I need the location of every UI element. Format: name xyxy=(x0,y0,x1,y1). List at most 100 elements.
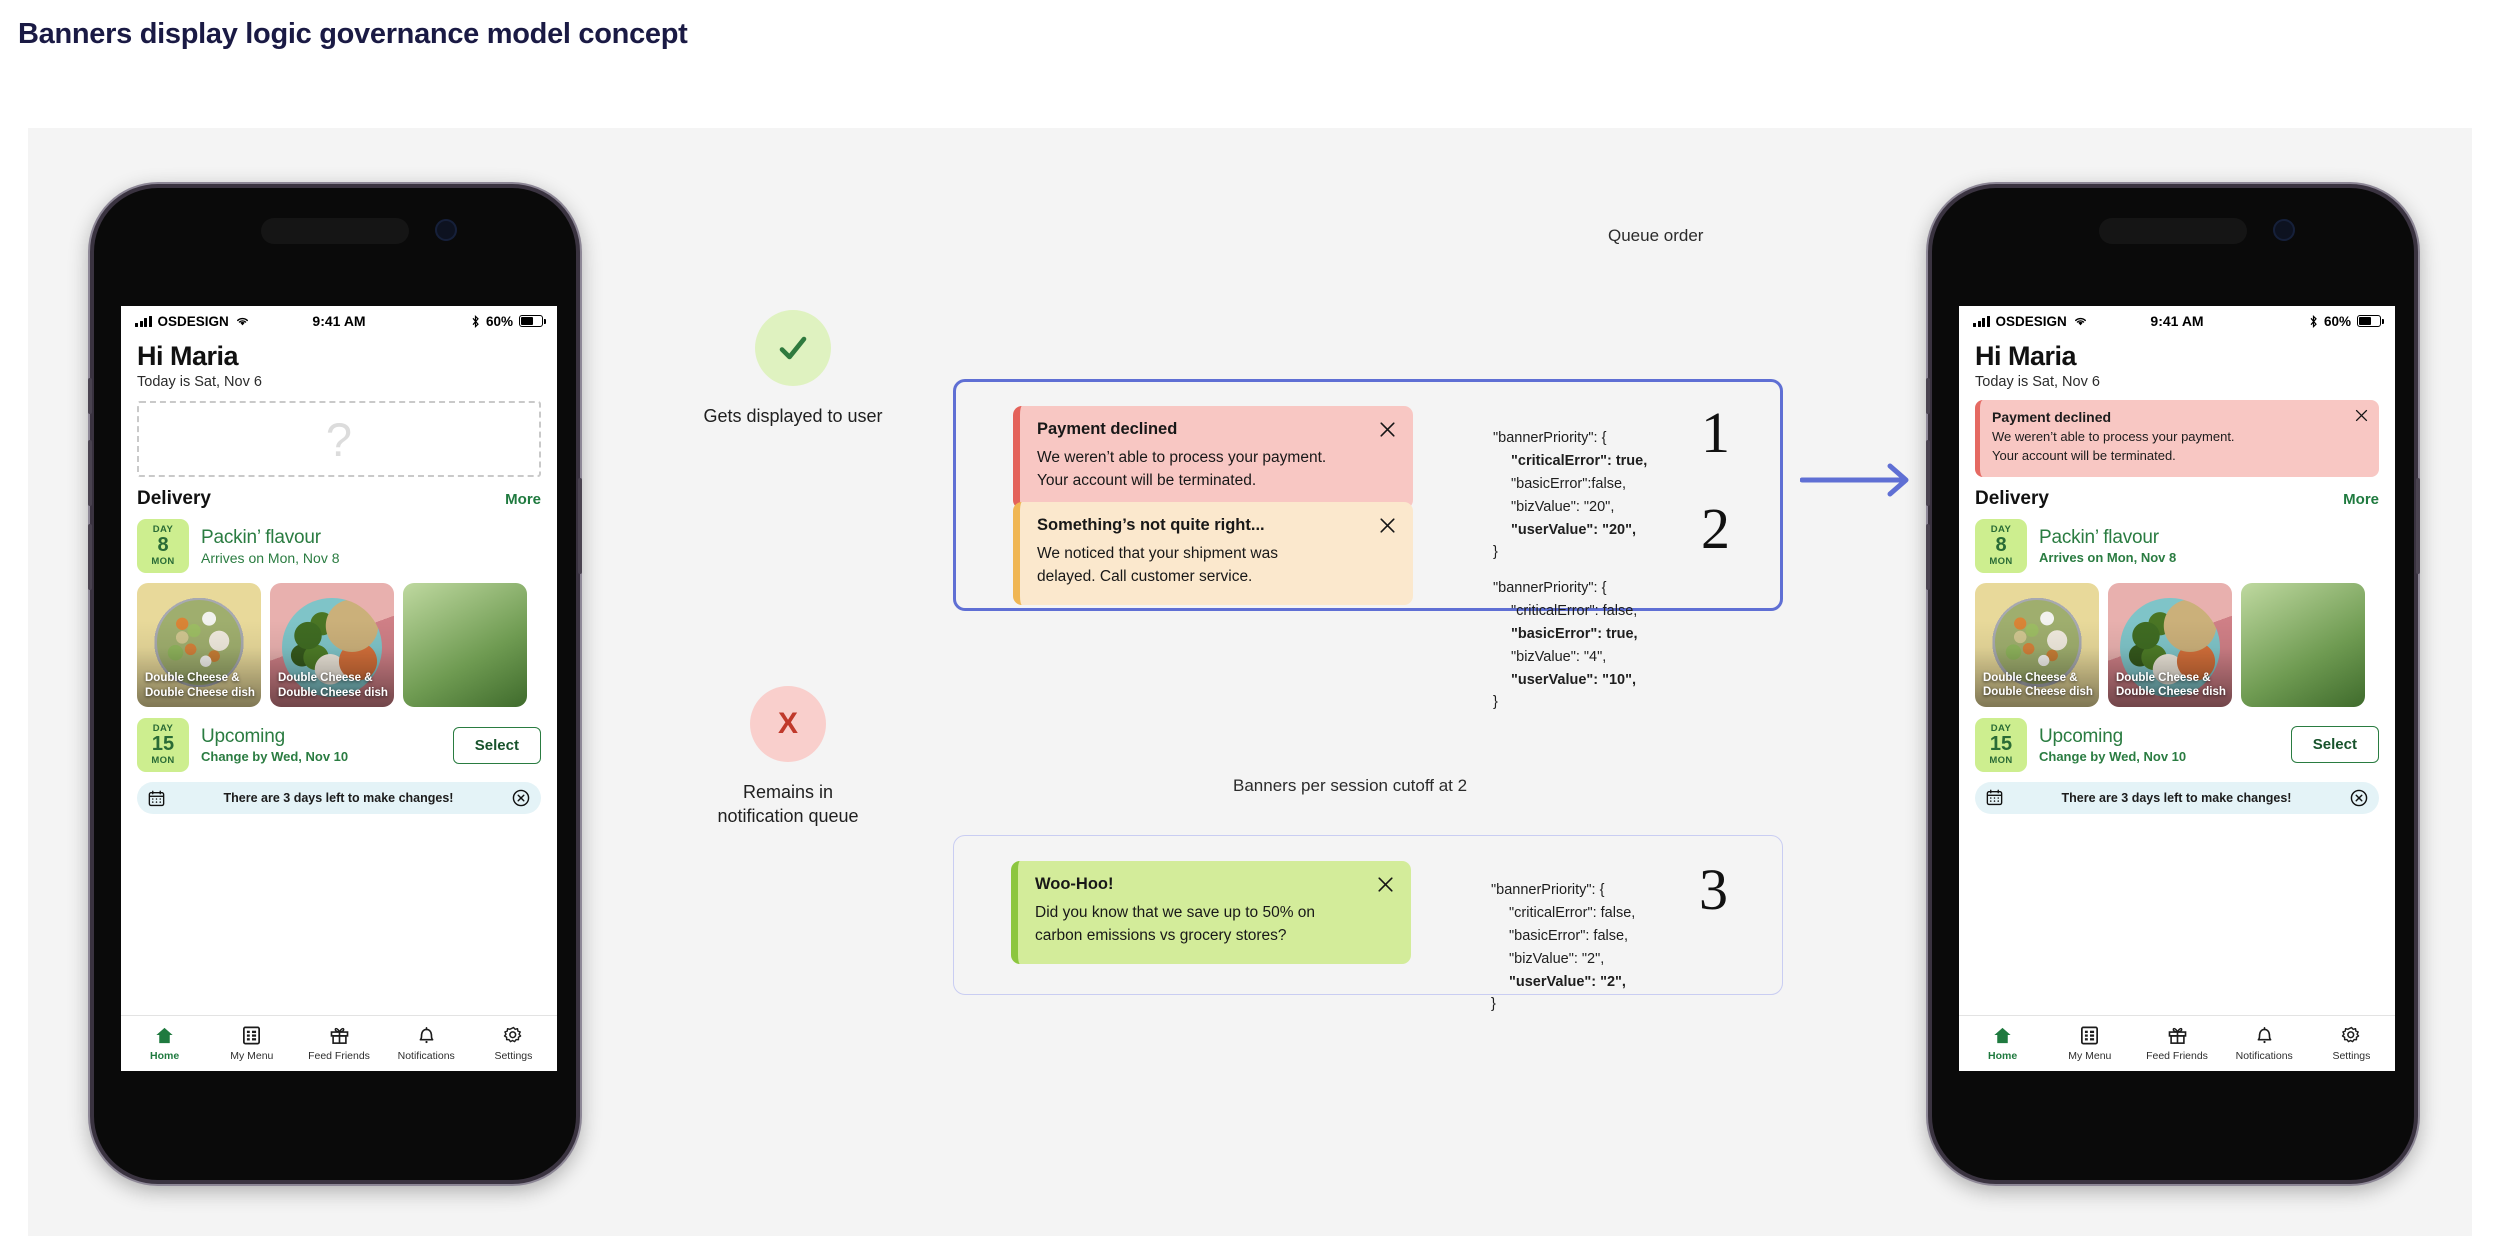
tab-notifications[interactable]: Notifications xyxy=(383,1025,470,1062)
tab-settings[interactable]: Settings xyxy=(470,1025,557,1062)
gear-icon xyxy=(503,1026,522,1043)
dynamic-island xyxy=(2099,218,2247,244)
close-icon[interactable] xyxy=(1378,420,1397,439)
menu-grid-icon xyxy=(2081,1026,2099,1045)
meal-caption-line2: Double Cheese dish xyxy=(1983,686,2093,699)
day-label: DAY xyxy=(1990,523,2012,535)
tab-my-menu[interactable]: My Menu xyxy=(208,1025,295,1062)
status-bar: OSDESIGN 9:41 AM 60% xyxy=(1959,306,2395,336)
queue-order-label: Queue order xyxy=(1608,226,1704,245)
mute-switch[interactable] xyxy=(1926,378,1930,414)
wifi-icon xyxy=(2074,317,2086,326)
tab-home[interactable]: Home xyxy=(121,1025,208,1062)
close-circle-icon[interactable] xyxy=(512,789,530,807)
delivery-row[interactable]: DAY 8 MON Packin’ flavour Arrives on Mon… xyxy=(1959,510,2395,573)
meal-photo xyxy=(156,600,242,685)
json-line-user-value: "userValue": "2", xyxy=(1509,973,1626,990)
meal-card[interactable]: Double Cheese & Double Cheese dish xyxy=(137,583,261,707)
volume-down-button[interactable] xyxy=(1926,524,1930,590)
queue-rank-number: 2 xyxy=(1701,496,1730,561)
tab-my-menu[interactable]: My Menu xyxy=(2046,1025,2133,1062)
meal-card[interactable]: Double Cheese & Double Cheese dish xyxy=(2108,582,2232,707)
power-button[interactable] xyxy=(2416,478,2420,574)
tab-feed-friends[interactable]: Feed Friends xyxy=(2133,1025,2220,1062)
calendar-icon xyxy=(1986,789,2003,806)
in-app-banner-payment-declined[interactable]: Payment declined We weren’t able to proc… xyxy=(1975,400,2379,477)
delivery-day-chip: DAY 8 MON xyxy=(137,519,189,573)
day-label: DAY xyxy=(152,723,174,734)
meal-caption: Double Cheese & Double Cheese dish xyxy=(278,671,388,700)
banner-body: We weren’t able to process your payment.… xyxy=(1992,428,2367,466)
json-line-basic-error: "basicError": false, xyxy=(1509,927,1629,944)
meal-card[interactable]: Double Cheese & Double Cheese dish xyxy=(1975,582,2099,707)
photo-overlay xyxy=(2108,582,2232,707)
banner-body-line2: carbon emissions vs grocery stores? xyxy=(1035,927,1287,945)
battery-icon xyxy=(519,315,547,327)
meal-carousel[interactable]: Double Cheese & Double Cheese dish Doubl… xyxy=(121,573,557,707)
banner-body-line2: Your account will be terminated. xyxy=(1037,472,1257,490)
json-line-critical-error: "criticalError": true, xyxy=(1511,452,1648,469)
section-title-delivery: Delivery xyxy=(1975,487,2049,509)
x-icon: X xyxy=(777,707,798,740)
mute-switch[interactable] xyxy=(88,378,92,414)
meal-card-partial[interactable] xyxy=(2241,582,2365,707)
close-circle-icon[interactable] xyxy=(2350,789,2368,807)
meal-carousel[interactable]: Double Cheese & Double Cheese dish Doubl… xyxy=(1959,573,2395,707)
status-queued-node: X Remains in notification queue xyxy=(683,686,893,829)
flow-arrow xyxy=(1799,460,1920,505)
delivery-more-link[interactable]: More xyxy=(505,491,541,508)
banner-shipment-delayed[interactable]: Something’s not quite right... We notice… xyxy=(1013,502,1413,605)
tab-settings[interactable]: Settings xyxy=(2308,1025,2395,1062)
banner-body-line2: delayed. Call customer service. xyxy=(1037,568,1253,586)
volume-up-button[interactable] xyxy=(1926,440,1930,506)
select-button[interactable]: Select xyxy=(452,726,541,764)
tab-notifications[interactable]: Notifications xyxy=(2221,1025,2308,1062)
delivery-title: Packin’ flavour xyxy=(2039,526,2159,548)
dynamic-island xyxy=(261,218,409,244)
section-title-delivery: Delivery xyxy=(137,488,211,509)
select-button[interactable]: Select xyxy=(2290,726,2379,764)
delivery-row[interactable]: DAY 8 MON Packin’ flavour Arrives on Mon… xyxy=(121,510,557,573)
delivery-subtitle: Arrives on Mon, Nov 8 xyxy=(201,549,340,566)
tab-label: My Menu xyxy=(2068,1050,2112,1062)
json-line: "bannerPriority": { xyxy=(1493,579,1607,596)
close-icon[interactable] xyxy=(1378,516,1397,535)
meal-card[interactable]: Double Cheese & Double Cheese dish xyxy=(270,583,394,707)
json-line: "bannerPriority": { xyxy=(1493,429,1607,446)
phone-mockup-before: OSDESIGN 9:41 AM 60% Hi M xyxy=(88,184,582,1184)
front-camera-icon xyxy=(435,219,457,241)
arrow-right-icon xyxy=(1799,463,1909,497)
banner-priority-json-2: "bannerPriority": { "criticalError": fal… xyxy=(1493,554,1638,714)
bell-icon xyxy=(2257,1027,2272,1044)
close-icon[interactable] xyxy=(2354,408,2369,423)
tab-home[interactable]: Home xyxy=(1959,1025,2046,1062)
close-icon[interactable] xyxy=(1376,875,1395,894)
tab-label: Home xyxy=(150,1050,180,1062)
photo-overlay xyxy=(137,583,261,707)
meal-card-partial[interactable] xyxy=(403,583,527,707)
power-button[interactable] xyxy=(578,478,582,574)
banner-body-line1: We weren’t able to process your payment. xyxy=(1992,429,2235,444)
meal-photo xyxy=(1994,600,2080,685)
clock-label: 9:41 AM xyxy=(2150,313,2204,329)
volume-up-button[interactable] xyxy=(88,440,92,506)
json-line-basic-error: "basicError": true, xyxy=(1511,625,1638,642)
json-line-user-value: "userValue": "10", xyxy=(1511,671,1637,688)
banner-priority-json-1: "bannerPriority": { "criticalError": tru… xyxy=(1493,404,1647,564)
day-label: DAY xyxy=(1990,722,2012,734)
status-queued-line2: notification queue xyxy=(717,806,859,827)
json-line-close: } xyxy=(1491,996,1496,1013)
meal-caption-line1: Double Cheese & xyxy=(2116,671,2211,684)
banner-payment-declined[interactable]: Payment declined We weren’t able to proc… xyxy=(1013,406,1413,509)
banner-woo-hoo[interactable]: Woo-Hoo! Did you know that we save up to… xyxy=(1011,861,1411,964)
banner-body-line1: We noticed that your shipment was xyxy=(1037,545,1278,562)
delivery-more-link[interactable]: More xyxy=(2343,490,2379,508)
banner-body: Did you know that we save up to 50% on c… xyxy=(1035,901,1395,948)
meal-caption-line2: Double Cheese dish xyxy=(2116,686,2226,699)
tab-feed-friends[interactable]: Feed Friends xyxy=(295,1025,382,1062)
json-line-critical-error: "criticalError": false, xyxy=(1511,602,1638,619)
cellular-signal-icon xyxy=(135,315,152,327)
banner-title: Woo-Hoo! xyxy=(1035,875,1114,893)
volume-down-button[interactable] xyxy=(88,524,92,590)
json-line-critical-error: "criticalError": false, xyxy=(1509,904,1636,921)
